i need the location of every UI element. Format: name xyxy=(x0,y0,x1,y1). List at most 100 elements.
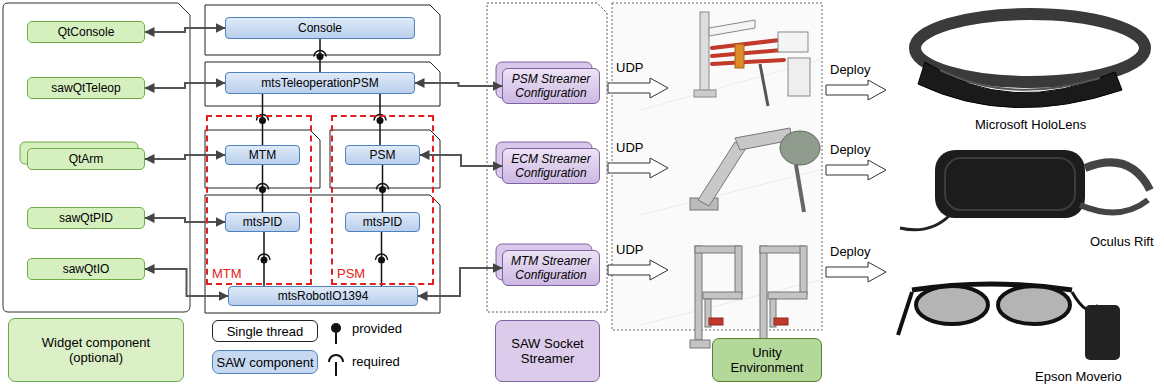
widget-box: sawQtTeleop xyxy=(27,77,145,99)
legend-item: required xyxy=(352,354,400,369)
required-symbol xyxy=(335,362,337,376)
data-link xyxy=(420,155,502,166)
ecm-robot-render xyxy=(690,128,820,212)
device-caption: Oculus Rift xyxy=(1090,234,1154,249)
data-link xyxy=(145,218,225,222)
device-caption: Epson Moverio xyxy=(1035,369,1122,384)
thread-box xyxy=(205,5,440,55)
mtm-robot-render xyxy=(800,246,807,294)
mtm-robot-render xyxy=(695,246,740,253)
protocol-label: UDP xyxy=(616,140,643,155)
legend-label: required xyxy=(352,354,400,369)
node-label: mtsRobotIO1394 xyxy=(278,289,369,303)
data-link xyxy=(418,268,502,296)
provided-ball xyxy=(317,53,324,60)
ecm-robot-render xyxy=(698,142,746,206)
mtm-robot-render xyxy=(695,246,702,340)
psm-robot-render xyxy=(694,90,716,97)
oculus-picture xyxy=(900,150,1150,230)
deploy-arrow xyxy=(826,80,886,100)
node-label: PSM Streamer Configuration xyxy=(508,72,594,100)
streamer-box: MTM Streamer Configuration xyxy=(502,250,600,286)
required-socket xyxy=(376,254,388,260)
component-box: mtsPID xyxy=(225,212,300,232)
component-box: MTM xyxy=(225,145,300,165)
thread-box xyxy=(330,130,440,188)
mtm-robot-render xyxy=(690,340,710,348)
group-region: MTM MTM mtsPID xyxy=(208,117,310,283)
node-label: mtsTeleoperationPSM xyxy=(261,76,378,90)
psm-robot-render xyxy=(712,50,782,56)
provided-ball xyxy=(379,186,386,193)
psm-robot-render xyxy=(760,64,768,106)
required-symbol xyxy=(329,355,343,362)
provided-symbol xyxy=(331,323,341,344)
node-label: sawQtIO xyxy=(63,262,110,276)
node-label: ECM Streamer Configuration xyxy=(508,152,594,180)
action-label: Deploy xyxy=(830,62,870,77)
hololens-picture xyxy=(915,14,1145,108)
required-socket xyxy=(374,115,386,121)
oculus-picture xyxy=(945,158,1075,210)
action-label: Deploy xyxy=(830,244,870,259)
unity-region xyxy=(640,170,820,215)
udp-arrow xyxy=(608,260,668,280)
mtm-robot-render xyxy=(735,246,742,294)
moverio-picture xyxy=(898,284,1120,360)
provided-ball xyxy=(259,117,266,124)
ecm-robot-render xyxy=(780,131,820,165)
moverio-picture xyxy=(998,286,1070,324)
widget-box: QtArm xyxy=(27,148,145,170)
unity-region xyxy=(640,280,820,325)
oculus-picture xyxy=(900,215,950,230)
legend-item: provided xyxy=(352,321,402,336)
moverio-picture xyxy=(916,286,988,324)
mtm-robot-render xyxy=(760,246,767,340)
hololens-picture xyxy=(940,70,1100,90)
hololens-picture xyxy=(918,62,1122,108)
legend-item: Single thread xyxy=(212,320,318,342)
psm-robot-render xyxy=(712,60,784,64)
group-region: PSMPSMmtsPID xyxy=(333,117,432,283)
mtm-robot-render xyxy=(703,292,742,299)
provided-ball xyxy=(377,117,384,124)
required-symbol xyxy=(329,355,343,376)
deploy-arrow xyxy=(826,160,886,180)
mtm-robot-render xyxy=(690,246,807,348)
moverio-picture xyxy=(898,292,912,335)
streamer-region xyxy=(487,3,607,312)
legend-swatch: SAW component xyxy=(212,350,318,374)
streamer-box: PSM Streamer Configuration xyxy=(502,68,600,104)
node-label: mtsPID xyxy=(363,215,402,229)
legend-label: provided xyxy=(352,321,402,336)
node-label: MTM xyxy=(212,266,242,281)
mtm-robot-render xyxy=(760,246,805,253)
legend-swatch: SAW Socket Streamer xyxy=(495,320,600,382)
udp-arrow xyxy=(608,78,668,98)
psm-robot-render xyxy=(788,58,810,96)
required-socket xyxy=(257,115,269,121)
legend-swatch: Widget component (optional) xyxy=(8,318,184,382)
node-label: mtsPID xyxy=(243,215,282,229)
connector-group xyxy=(145,28,502,296)
psm-robot-render xyxy=(700,12,709,92)
mtm-robot-render xyxy=(774,318,788,325)
legend-label: Single thread xyxy=(227,324,304,339)
required-socket xyxy=(258,254,270,260)
legend-label: SAW component xyxy=(216,355,313,370)
moverio-picture xyxy=(1085,305,1120,360)
protocol-label: UDP xyxy=(616,60,643,75)
component-box: PSM xyxy=(345,145,420,165)
provided-ball xyxy=(259,186,266,193)
provided-symbol xyxy=(335,333,337,344)
legend-label: Widget component (optional) xyxy=(26,335,166,365)
psm-robot-render xyxy=(735,44,744,68)
provided-ball xyxy=(261,257,268,264)
ecm-robot-render xyxy=(796,165,804,212)
node-label: QtArm xyxy=(69,152,104,166)
node-label: MTM Streamer Configuration xyxy=(508,254,594,282)
oculus-picture xyxy=(935,150,1085,218)
hololens-picture xyxy=(915,14,1145,82)
udp-arrow xyxy=(608,78,668,280)
psm-robot-render xyxy=(712,40,780,48)
